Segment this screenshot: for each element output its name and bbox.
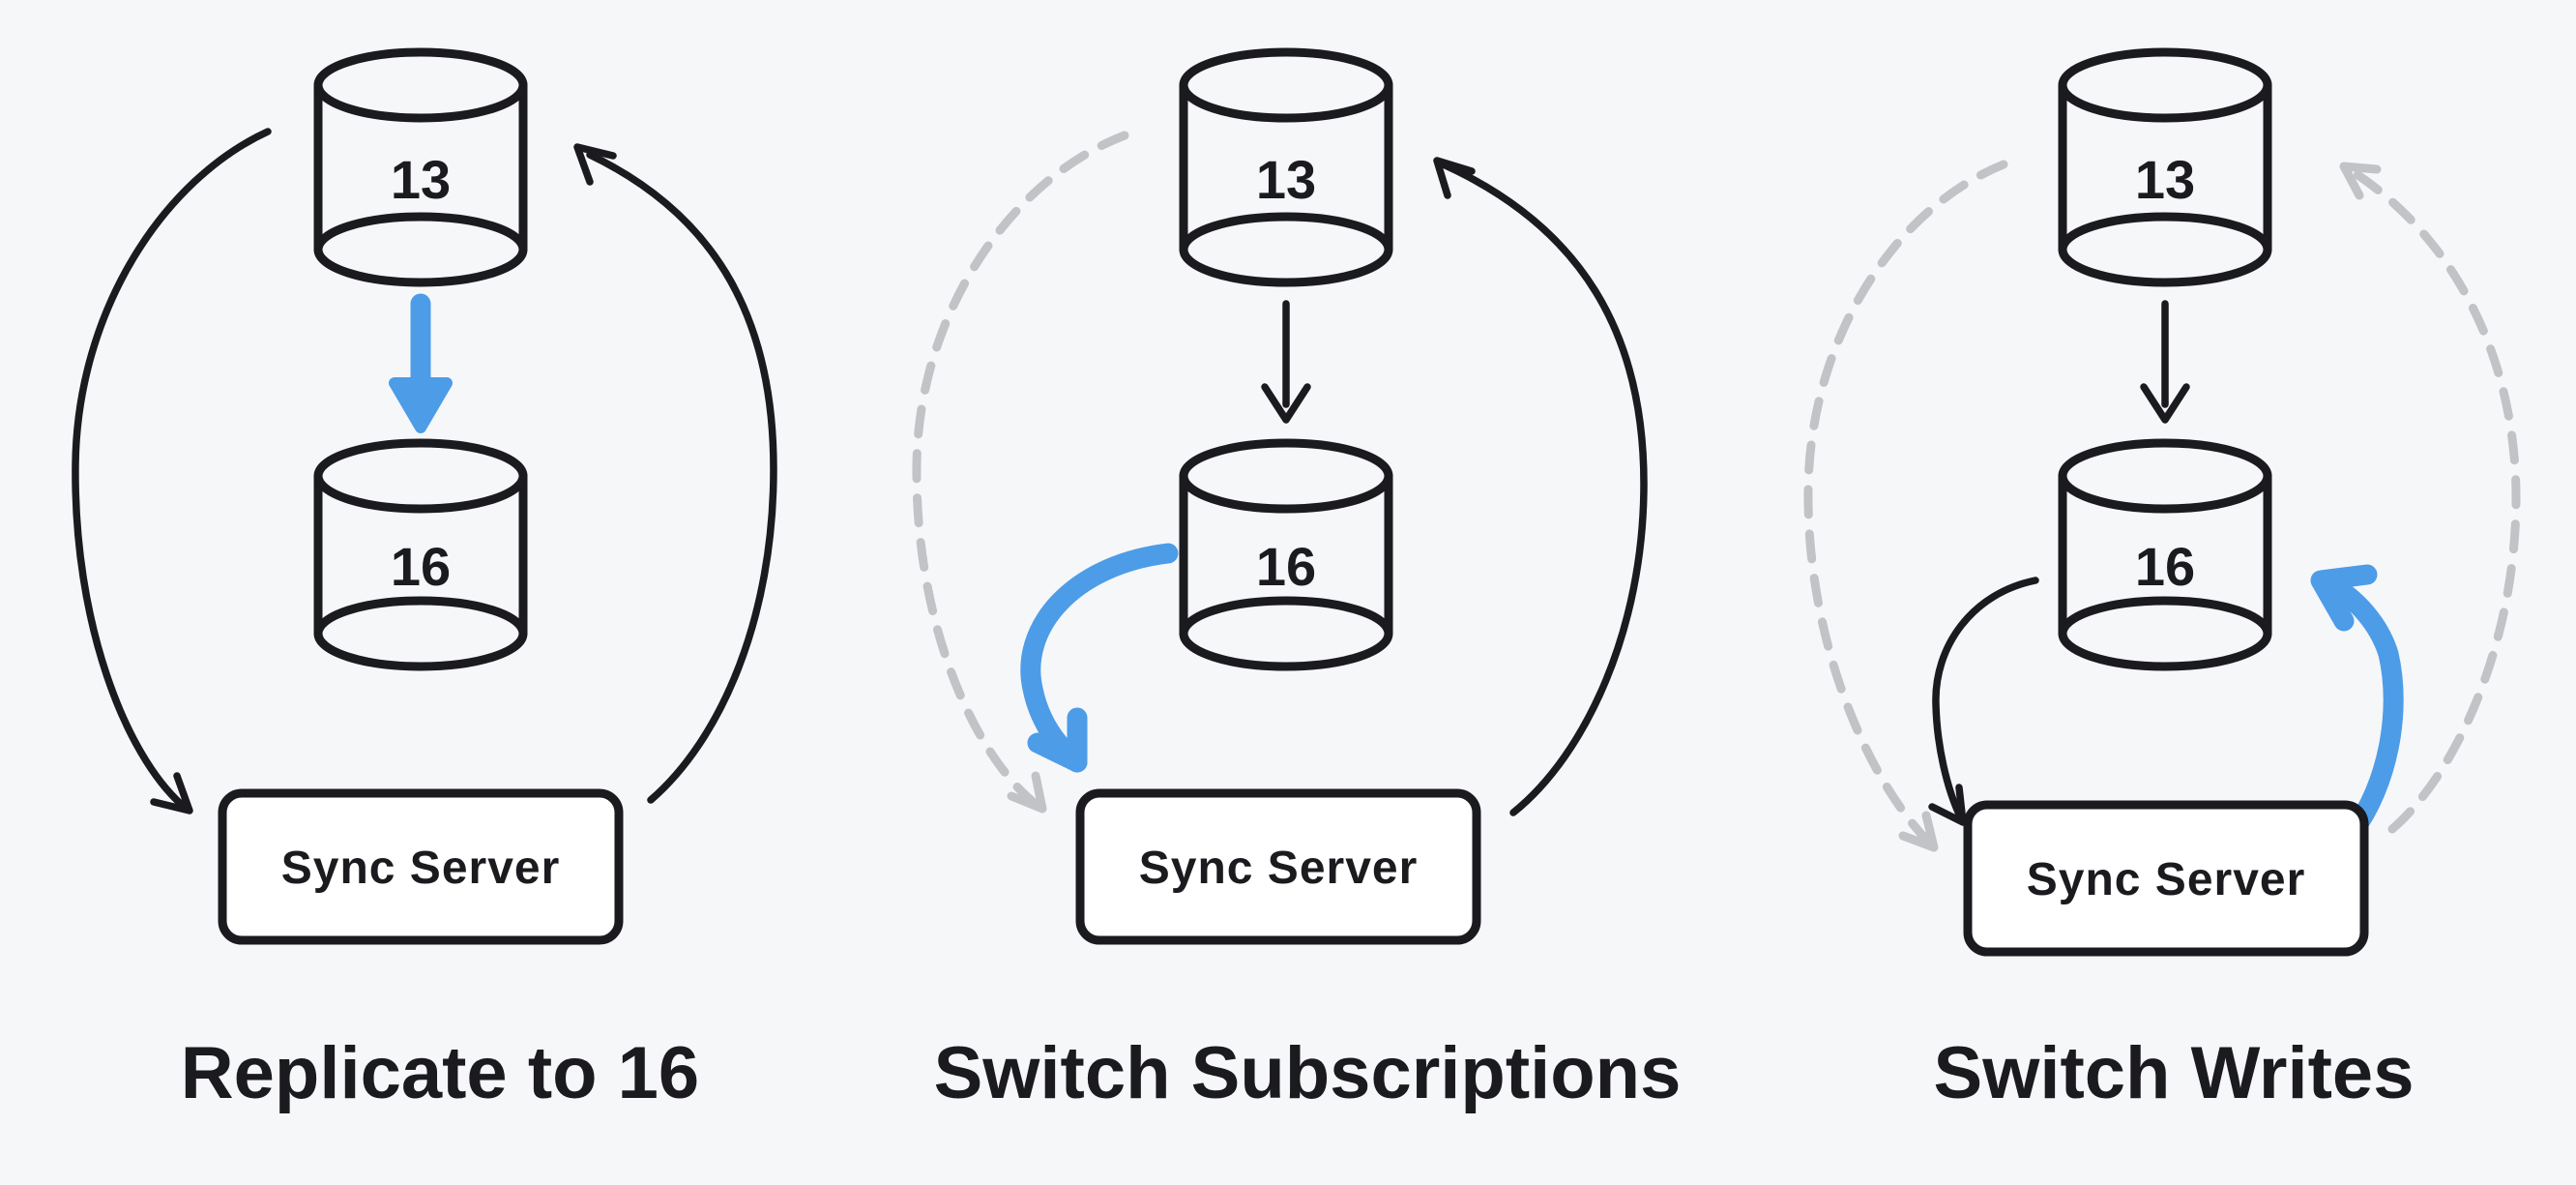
inactive-arrow-13-to-sync-server xyxy=(912,131,1129,814)
inactive-arrow-13-to-sync-server xyxy=(1803,160,2008,852)
arrow-13-to-16 xyxy=(2140,300,2190,424)
sync-server-box: Sync Server xyxy=(1963,800,2369,957)
sync-server-label: Sync Server xyxy=(1139,843,1419,894)
db-13-label: 13 xyxy=(2135,149,2195,210)
panel-title: Switch Subscriptions xyxy=(934,1032,1682,1114)
sync-server-label: Sync Server xyxy=(281,843,561,894)
db-cylinder-13: 13 xyxy=(313,47,528,287)
sync-server-box: Sync Server xyxy=(1075,788,1481,945)
db-cylinder-16: 16 xyxy=(1179,438,1393,671)
panel-switch-writes: 13 16 Sync Server Switch Wri xyxy=(1803,47,2521,1114)
db-16-label: 16 xyxy=(2135,536,2195,597)
db-cylinder-16: 16 xyxy=(313,438,528,671)
panel-switch-subscriptions: 13 16 Sync Server Switch Subscriptions xyxy=(912,47,1682,1114)
replicate-arrow-13-to-16 xyxy=(389,293,453,433)
panel-replicate-to-16: 13 16 Sync Server Replicate to 16 xyxy=(72,47,777,1114)
arrow-13-to-16 xyxy=(1261,300,1311,424)
sync-server-label: Sync Server xyxy=(2027,854,2306,905)
db-16-label: 16 xyxy=(1256,536,1316,597)
db-cylinder-13: 13 xyxy=(1179,47,1393,287)
arrow-sync-server-to-16 xyxy=(2310,564,2404,843)
panel-title: Switch Writes xyxy=(1934,1032,2415,1114)
db-13-label: 13 xyxy=(1256,149,1316,210)
arrow-sync-server-to-13 xyxy=(1433,157,1648,816)
db-cylinder-13: 13 xyxy=(2058,47,2272,287)
panel-title: Replicate to 16 xyxy=(181,1032,699,1114)
sync-server-box: Sync Server xyxy=(218,788,624,945)
inactive-arrow-sync-server-to-13 xyxy=(2339,162,2521,834)
arrow-13-to-sync-server xyxy=(72,128,272,815)
arrow-16-to-sync-server xyxy=(1020,543,1179,773)
db-cylinder-16: 16 xyxy=(2058,438,2272,671)
db-13-label: 13 xyxy=(391,149,451,210)
db-16-label: 16 xyxy=(391,536,451,597)
arrow-sync-server-to-13 xyxy=(573,143,777,804)
arrow-16-to-sync-server xyxy=(1928,577,2039,826)
